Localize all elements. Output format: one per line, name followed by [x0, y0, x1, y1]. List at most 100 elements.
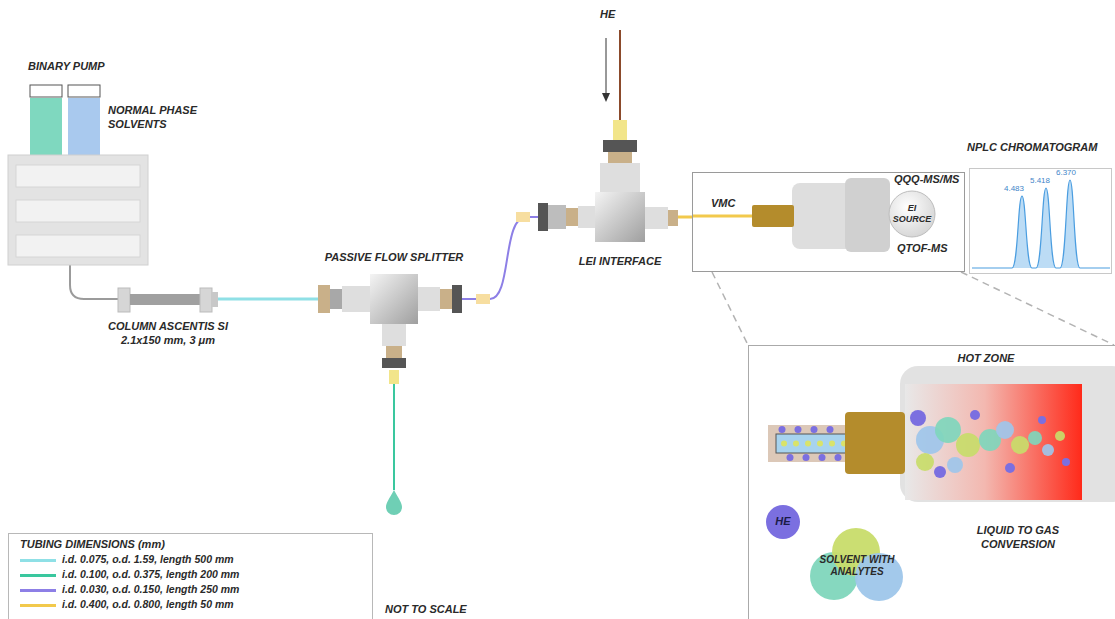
splitter-fittings	[318, 274, 490, 384]
inset-illustration	[768, 366, 1115, 502]
solvent-bottles-part	[68, 85, 100, 97]
inset-illustration-part	[970, 410, 980, 420]
pump-body-part	[8, 155, 148, 265]
inset-illustration-part	[793, 441, 799, 447]
inset-illustration-part	[845, 412, 905, 474]
tubing-connector	[70, 265, 118, 299]
ms-detail-frame: VMCEI SOURCE	[692, 172, 965, 272]
inset-illustration-part	[956, 433, 980, 457]
node-label: PASSIVE FLOW SPLITTER	[325, 251, 464, 265]
solvent-bottles-part	[68, 98, 100, 155]
inset-illustration-part	[779, 426, 786, 433]
inset-illustration-part	[835, 454, 842, 461]
lei-fittings-part	[613, 120, 627, 140]
inset-illustration-part	[1038, 416, 1046, 424]
chromatogram-trace-part	[972, 180, 1110, 268]
lei-fittings-part	[608, 152, 632, 163]
inset-illustration-part	[916, 453, 934, 471]
inset-illustration-part	[795, 426, 802, 433]
inset-illustration-part	[910, 410, 926, 426]
helium-circle: HE	[765, 504, 801, 540]
inset-illustration-part	[805, 441, 811, 447]
pump-body-part	[16, 200, 140, 222]
ms-instrument	[692, 178, 890, 252]
splitter-fittings-part	[386, 346, 402, 358]
waste-line-part	[393, 384, 395, 490]
chromatogram-trace	[972, 180, 1110, 268]
helium-line	[602, 30, 620, 120]
ms-instrument-part	[845, 178, 890, 252]
inset-illustration-part	[1011, 436, 1029, 454]
node-label: HOT ZONE	[958, 352, 1015, 366]
inset-illustration-part	[934, 466, 946, 478]
inset-illustration-part	[1055, 431, 1065, 441]
instrument-label: QQQ-MS/MS	[894, 173, 959, 187]
inset-illustration-part	[817, 441, 823, 447]
legend-text: i.d. 0.100, o.d. 0.375, length 200 mm	[62, 568, 239, 581]
helium-circle-shape	[766, 505, 800, 539]
retention-time: 5.418	[1030, 176, 1050, 186]
splitter-fittings-part	[452, 285, 462, 313]
pump-body-part	[16, 235, 140, 257]
inset-illustration-part	[811, 426, 818, 433]
splitter-fittings-part	[389, 370, 399, 384]
lei-fittings-part	[548, 205, 566, 229]
splitter-fittings-part	[418, 287, 440, 311]
lei-fittings-part	[538, 203, 548, 231]
zoom-callout-line	[712, 272, 748, 345]
lei-fittings-part	[516, 212, 530, 222]
ms-instrument-part	[692, 215, 756, 218]
lei-fittings-part	[668, 210, 678, 226]
note-label: NOT TO SCALE	[385, 603, 467, 617]
splitter-fittings-part	[382, 358, 406, 368]
splitter-fittings-part	[440, 289, 452, 309]
inset-illustration-part	[829, 441, 835, 447]
lei-interface-box: LEI INTERFACE	[595, 192, 645, 242]
solvent-bottles-part	[30, 85, 62, 97]
inset-box: HOT ZONELIQUID TO GAS CONVERSIONHESOLVEN…	[748, 345, 1115, 619]
solvent-bottles-part	[30, 98, 62, 155]
gas-label: HE	[600, 8, 615, 22]
legend-frame-part	[9, 534, 373, 619]
retention-time: 4.483	[1004, 184, 1024, 194]
ei-source-circle: EI SOURCE	[888, 190, 936, 238]
column-body-part	[118, 288, 130, 312]
splitter-box: PASSIVE FLOW SPLITTER	[370, 274, 418, 324]
pump-body	[8, 155, 148, 265]
legend-text: i.d. 0.030, o.d. 0.150, length 250 mm	[62, 583, 239, 596]
splitter-fittings-part	[318, 285, 330, 313]
node-label: COLUMN ASCENTIS SI 2.1x150 mm, 3 μm	[103, 320, 233, 348]
lei-fittings-part	[578, 206, 595, 228]
legend-swatch	[20, 574, 56, 577]
node-label: NPLC CHROMATOGRAM	[967, 141, 1097, 155]
legend-title: TUBING DIMENSIONS (mm)	[20, 538, 165, 552]
lei-fittings-part	[603, 140, 637, 152]
inset-illustration-part	[776, 434, 848, 453]
inset-illustration-part	[819, 454, 826, 461]
inset-illustration-part	[935, 417, 961, 443]
retention-time: 6.370	[1056, 168, 1076, 178]
inset-illustration-part	[827, 426, 834, 433]
splitter-fittings-part	[370, 274, 418, 324]
solvent-bottles	[30, 85, 100, 155]
inset-illustration-part	[900, 366, 1115, 502]
inset-illustration-part	[905, 384, 1082, 500]
inset-illustration-part	[768, 425, 850, 462]
waste-line	[386, 384, 402, 515]
splitter-fittings-part	[330, 289, 342, 309]
node-label: SOLVENT WITH ANALYTES	[811, 554, 903, 579]
inset-illustration-part	[1062, 458, 1070, 466]
zoom-callout-line	[961, 272, 1114, 345]
legend-frame	[9, 534, 373, 619]
inset-illustration-part	[787, 454, 794, 461]
splitter-fittings-part	[476, 294, 490, 304]
instrument-label: QTOF-MS	[897, 242, 948, 256]
helium-line-part	[619, 30, 621, 120]
legend-swatch	[20, 589, 56, 592]
part-label: NORMAL PHASE SOLVENTS	[108, 104, 208, 132]
legend-text: i.d. 0.075, o.d. 1.59, length 500 mm	[62, 553, 234, 566]
inset-illustration-part	[1042, 444, 1054, 456]
